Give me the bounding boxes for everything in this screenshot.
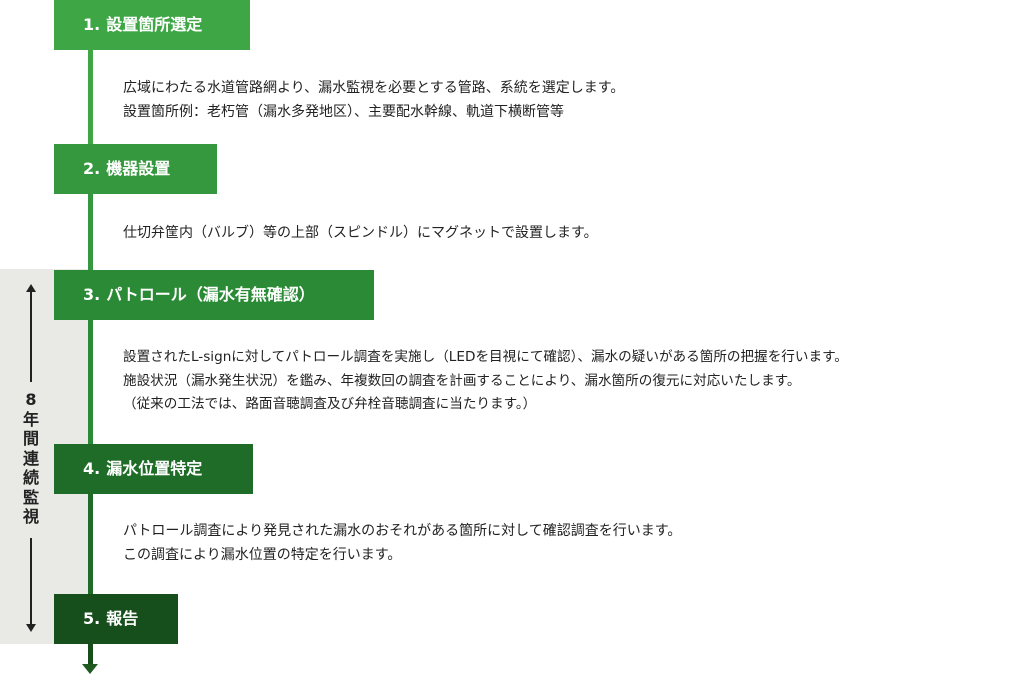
step-3-header: 3. パトロール（漏水有無確認） xyxy=(54,270,374,320)
description-line: パトロール調査により発見された漏水のおそれがある箇所に対して確認調査を行います。 xyxy=(123,523,682,539)
description-line: 広域にわたる水道管路網より、漏水監視を必要とする管路、系統を選定します。 xyxy=(123,80,625,96)
step-2-description: 仕切弁筐内（バルブ）等の上部（スピンドル）にマグネットで設置します。 xyxy=(123,222,598,246)
timeline-segment-3 xyxy=(88,271,93,445)
side-label-char: 間 xyxy=(22,429,39,448)
step-number: 5. xyxy=(83,609,101,628)
step-number: 2. xyxy=(83,159,101,178)
description-line: 設置されたL-signに対してパトロール調査を実施し（LEDを目視にて確認）、漏… xyxy=(123,349,848,365)
step-1-header: 1. 設置箇所選定 xyxy=(54,0,250,50)
description-line: 施設状況（漏水発生状況）を鑑み、年複数回の調査を計画することにより、漏水箇所の復… xyxy=(123,372,801,389)
step-4-header: 4. 漏水位置特定 xyxy=(54,444,253,494)
step-number: 4. xyxy=(83,459,101,478)
description-line: 仕切弁筐内（バルブ）等の上部（スピンドル）にマグネットで設置します。 xyxy=(123,225,598,241)
arrow-down-icon xyxy=(26,624,36,632)
side-label-char: 続 xyxy=(22,468,39,487)
step-title: パトロール（漏水有無確認） xyxy=(106,285,315,304)
period-arrow-line-bottom xyxy=(30,538,32,626)
side-label-char: 8 xyxy=(25,390,37,409)
step-title: 設置箇所選定 xyxy=(106,15,203,34)
step-4-description: パトロール調査により発見された漏水のおそれがある箇所に対して確認調査を行います。… xyxy=(123,520,681,567)
flow-end-arrow-icon xyxy=(82,664,98,674)
step-number: 3. xyxy=(83,285,101,304)
side-label-char: 年 xyxy=(22,409,39,429)
arrow-up-icon xyxy=(26,284,36,292)
step-title: 報告 xyxy=(106,609,139,628)
step-3-description: 設置されたL-signに対してパトロール調査を実施し（LEDを目視にて確認）、漏… xyxy=(123,346,848,417)
description-line: （従来の工法では、路面音聴調査及び弁栓音聴調査に当たります。） xyxy=(123,396,537,412)
step-2-header: 2. 機器設置 xyxy=(54,144,217,194)
timeline-segment-2 xyxy=(88,145,93,271)
description-line: 設置箇所例：老朽管（漏水多発地区）、主要配水幹線、軌道下横断管等 xyxy=(123,103,564,120)
side-label-char: 監 xyxy=(22,487,39,507)
side-label-char: 連 xyxy=(22,448,39,468)
step-5-header: 5. 報告 xyxy=(54,594,178,644)
side-label-char: 視 xyxy=(22,507,39,526)
description-line: この調査により漏水位置の特定を行います。 xyxy=(123,546,402,563)
timeline-segment-1 xyxy=(88,0,93,145)
step-number: 1. xyxy=(83,15,101,34)
timeline-segment-4 xyxy=(88,445,93,595)
period-arrow-line-top xyxy=(30,290,32,382)
monitoring-period-label: 8 年 間 連 続 監 視 xyxy=(20,390,42,527)
step-title: 漏水位置特定 xyxy=(106,459,203,478)
step-title: 機器設置 xyxy=(106,159,171,178)
step-1-description: 広域にわたる水道管路網より、漏水監視を必要とする管路、系統を選定します。 設置箇… xyxy=(123,77,624,124)
